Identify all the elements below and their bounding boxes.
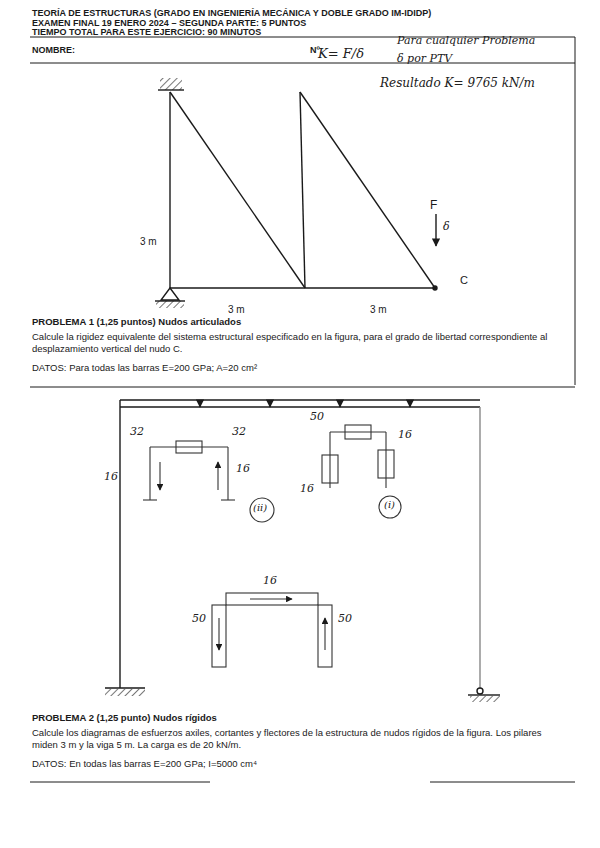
handwritten-note: 16 bbox=[236, 462, 250, 476]
printed-label: 3 m bbox=[140, 236, 157, 249]
printed-label: TIEMPO TOTAL PARA ESTE EJERCICIO: 90 MIN… bbox=[32, 27, 261, 38]
handwritten-note: 50 bbox=[192, 612, 206, 626]
printed-label: 3 m bbox=[228, 304, 245, 317]
frame-figure bbox=[105, 400, 500, 702]
truss-figure bbox=[155, 78, 437, 308]
handwritten-note: Para cualquier Problema bbox=[397, 34, 535, 48]
handwritten-note: 16 bbox=[104, 470, 118, 484]
handwritten-note: Resultado K= 9765 kN/m bbox=[380, 76, 535, 91]
printed-label: NOMBRE: bbox=[32, 45, 75, 56]
printed-label: PROBLEMA 1 (1,25 puntos) Nudos articulad… bbox=[32, 316, 241, 328]
printed-label: DATOS: Para todas las barras E=200 GPa; … bbox=[32, 362, 257, 374]
handwritten-note: (i) bbox=[384, 499, 395, 512]
handwritten-note: K= F/δ bbox=[318, 46, 364, 62]
printed-label: F bbox=[430, 198, 437, 213]
handwritten-note: δ por PTV bbox=[397, 52, 452, 66]
handwritten-note: δ bbox=[443, 220, 450, 234]
page-rules bbox=[30, 37, 575, 782]
handwritten-note: 16 bbox=[263, 574, 277, 588]
handwritten-note: (ii) bbox=[253, 502, 267, 515]
handwritten-note: 50 bbox=[310, 410, 324, 424]
printed-label: 3 m bbox=[370, 304, 387, 317]
problem-statement: Calcule los diagramas de esfuerzos axile… bbox=[32, 727, 568, 751]
handwritten-note: 50 bbox=[338, 612, 352, 626]
exam-title: TEORÍA DE ESTRUCTURAS (GRADO EN INGENIER… bbox=[32, 8, 431, 19]
handwritten-note: 32 bbox=[232, 425, 246, 439]
handwritten-note: 32 bbox=[130, 425, 144, 439]
problem-statement: Calcule la rigidez equivalente del siste… bbox=[32, 331, 568, 355]
handwritten-note: 16 bbox=[398, 428, 412, 442]
printed-label: DATOS: En todas las barras E=200 GPa; I=… bbox=[32, 758, 257, 770]
handwritten-note: 16 bbox=[300, 482, 314, 496]
hand-sketches bbox=[143, 425, 401, 667]
printed-label: C bbox=[460, 274, 468, 288]
printed-label: PROBLEMA 2 (1,25 punto) Nudos rígidos bbox=[32, 712, 217, 724]
